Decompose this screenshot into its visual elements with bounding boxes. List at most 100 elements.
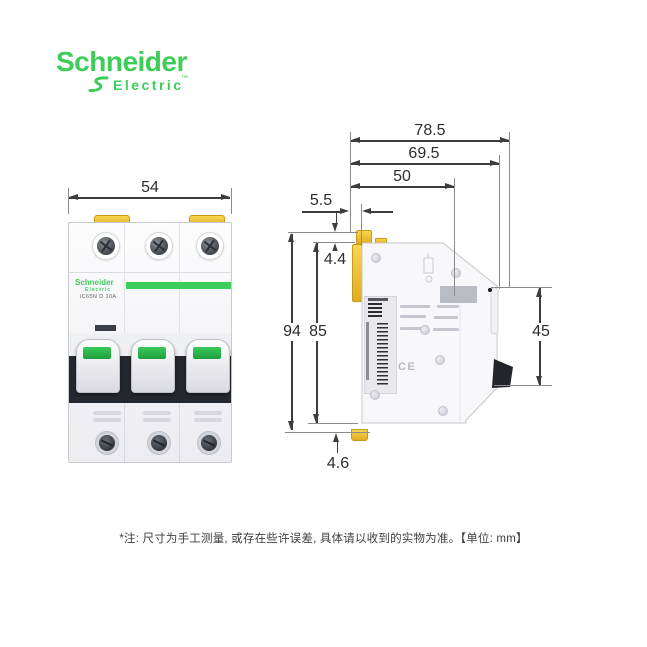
- extension-line: [491, 287, 552, 288]
- printed-text: [400, 315, 426, 318]
- rivet: [371, 253, 381, 263]
- logo-brand-text: Schneider: [56, 46, 187, 77]
- rivet: [451, 268, 461, 278]
- handle-recess: [490, 287, 499, 335]
- printed-text: [400, 305, 430, 308]
- section-line: [69, 272, 231, 273]
- dim-arrow: [221, 194, 230, 200]
- extension-line: [231, 188, 232, 214]
- vent-slot: [93, 411, 121, 415]
- dim-arrow: [362, 208, 371, 214]
- dim-label-bottom-clip: 4.6: [321, 455, 355, 473]
- qr-code: [368, 303, 382, 317]
- screw-head: [150, 237, 168, 255]
- printed-text: [437, 305, 459, 308]
- schneider-logo: Schneider Electric ™: [54, 46, 214, 102]
- vent-slot: [143, 411, 171, 415]
- toggle-green-indicator: [138, 347, 166, 359]
- screw-head: [97, 237, 115, 255]
- dimension-line: [302, 211, 340, 213]
- dim-label-body-height: 85: [305, 323, 331, 341]
- toggle-green-indicator: [193, 347, 221, 359]
- dimension-line: [351, 140, 509, 142]
- dim-arrow: [332, 223, 338, 232]
- terminal-screw: [196, 232, 224, 260]
- dim-arrow: [313, 243, 319, 252]
- dim-arrow: [69, 194, 78, 200]
- logo-sub-text: Electric: [113, 77, 184, 93]
- screw-head: [151, 435, 167, 451]
- extension-line: [350, 132, 351, 232]
- dimension-line: [336, 441, 338, 453]
- dim-arrow: [351, 137, 360, 143]
- dim-arrow: [332, 243, 338, 252]
- extension-line: [509, 132, 510, 288]
- printed-text: [434, 316, 458, 319]
- breaker-front-body: Schneider Electric iC65N D 10A: [68, 222, 232, 463]
- toggle-green-indicator: [83, 347, 111, 359]
- vent-slot: [143, 418, 171, 422]
- rivet: [435, 355, 445, 365]
- extension-line: [308, 423, 358, 424]
- dim-arrow: [500, 137, 509, 143]
- label-side-code: [366, 322, 369, 380]
- label-header-mark: [368, 298, 388, 301]
- toggle-handle: [131, 339, 175, 393]
- footnote-text: *注: 尺寸为手工测量, 或存在些许误差, 具体请以收到的实物为准。【单位: m…: [119, 533, 528, 545]
- terminal-screw: [92, 232, 120, 260]
- rivet: [438, 406, 448, 416]
- barcode: [377, 323, 388, 385]
- device-brand-line1: Schneider: [75, 278, 114, 287]
- pin-dot: [488, 288, 492, 292]
- dim-label-rail-offset: 5.5: [303, 192, 339, 210]
- dimension-line: [69, 197, 230, 199]
- screw-head: [201, 237, 219, 255]
- breaker-front-view: Schneider Electric iC65N D 10A: [68, 215, 232, 463]
- rivet: [420, 325, 430, 335]
- dim-arrow: [490, 160, 499, 166]
- dim-label-top-clip: 4.4: [318, 251, 352, 269]
- dim-arrow: [333, 433, 339, 442]
- vent-slot: [194, 411, 222, 415]
- extension-line: [288, 232, 358, 233]
- dim-arrow: [340, 208, 349, 214]
- printed-text: [400, 327, 424, 330]
- dimension-line: [371, 211, 393, 213]
- device-brand-line2: Electric: [85, 287, 112, 293]
- dim-arrow: [536, 288, 542, 297]
- dim-arrow: [313, 414, 319, 423]
- device-model-text: iC65N D 10A: [80, 294, 117, 300]
- dimension-line: [351, 186, 454, 188]
- screw-head: [201, 435, 217, 451]
- extension-line: [454, 178, 455, 296]
- rivet: [370, 390, 380, 400]
- vent-slot: [194, 418, 222, 422]
- torque-diagram: [425, 275, 433, 283]
- terminal-screw: [95, 431, 119, 455]
- marking-window: [95, 325, 116, 331]
- dimension-line: [335, 213, 337, 224]
- dim-arrow: [351, 160, 360, 166]
- dim-label-front-depth: 50: [377, 168, 427, 186]
- schneider-symbol-icon: [88, 76, 109, 93]
- dim-arrow: [288, 421, 294, 430]
- dim-arrow: [536, 376, 542, 385]
- extension-line: [313, 242, 355, 243]
- dim-label-overall-depth: 78.5: [405, 122, 455, 140]
- ce-mark: CE: [398, 361, 417, 373]
- dim-arrow: [288, 233, 294, 242]
- dim-label-body-depth: 69.5: [399, 145, 449, 163]
- extension-line: [285, 432, 370, 433]
- dim-label-front-height: 45: [528, 323, 554, 341]
- extension-line: [68, 188, 69, 214]
- extension-line: [499, 155, 500, 289]
- toggle-handle: [76, 339, 120, 393]
- terminal-screw: [147, 431, 171, 455]
- dim-arrow: [445, 183, 454, 189]
- green-stripe: [126, 282, 231, 289]
- dim-label-overall-height: 94: [279, 323, 305, 341]
- dim-label-width: 54: [136, 179, 164, 197]
- logo-trademark: ™: [181, 75, 188, 82]
- terminal-screw: [197, 431, 221, 455]
